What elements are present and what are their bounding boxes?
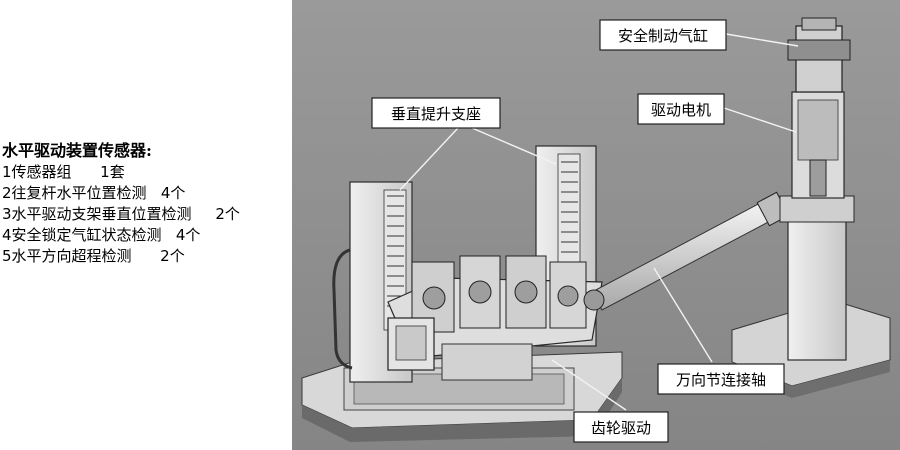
sensor-list-item: 2往复杆水平位置检测 4个 <box>2 184 186 202</box>
sensor-list-item: 1传感器组 1套 <box>2 163 125 181</box>
pointer-lines <box>399 33 799 411</box>
label-vertical-lift-support: 垂直提升支座 <box>371 97 501 129</box>
sensor-list-title: 水平驱动装置传感器: <box>2 141 152 160</box>
svg-text:齿轮驱动: 齿轮驱动 <box>591 419 651 437</box>
horizontal-drive-assembly <box>387 255 603 381</box>
label-drive-motor: 驱动电机 <box>637 93 725 125</box>
label-gear-drive: 齿轮驱动 <box>573 411 669 443</box>
sensor-list-item: 5水平方向超程检测 2个 <box>2 247 185 265</box>
label-universal-joint-shaft: 万向节连接轴 <box>657 363 785 395</box>
sensor-list-item: 3水平驱动支架垂直位置检测 2个 <box>2 205 240 223</box>
label-safety-brake-cylinder: 安全制动气缸 <box>599 19 727 51</box>
machine-diagram: 安全制动气缸 垂直提升支座 驱动电机 万向节连接轴 齿轮驱动 <box>292 0 900 450</box>
svg-text:万向节连接轴: 万向节连接轴 <box>676 371 766 389</box>
svg-text:安全制动气缸: 安全制动气缸 <box>618 27 708 45</box>
sensor-list: 水平驱动装置传感器: 1传感器组 1套 2往复杆水平位置检测 4个 3水平驱动支… <box>2 140 292 267</box>
svg-text:垂直提升支座: 垂直提升支座 <box>391 105 481 123</box>
svg-text:驱动电机: 驱动电机 <box>651 101 711 119</box>
sensor-list-item: 4安全锁定气缸状态检测 4个 <box>2 226 201 244</box>
